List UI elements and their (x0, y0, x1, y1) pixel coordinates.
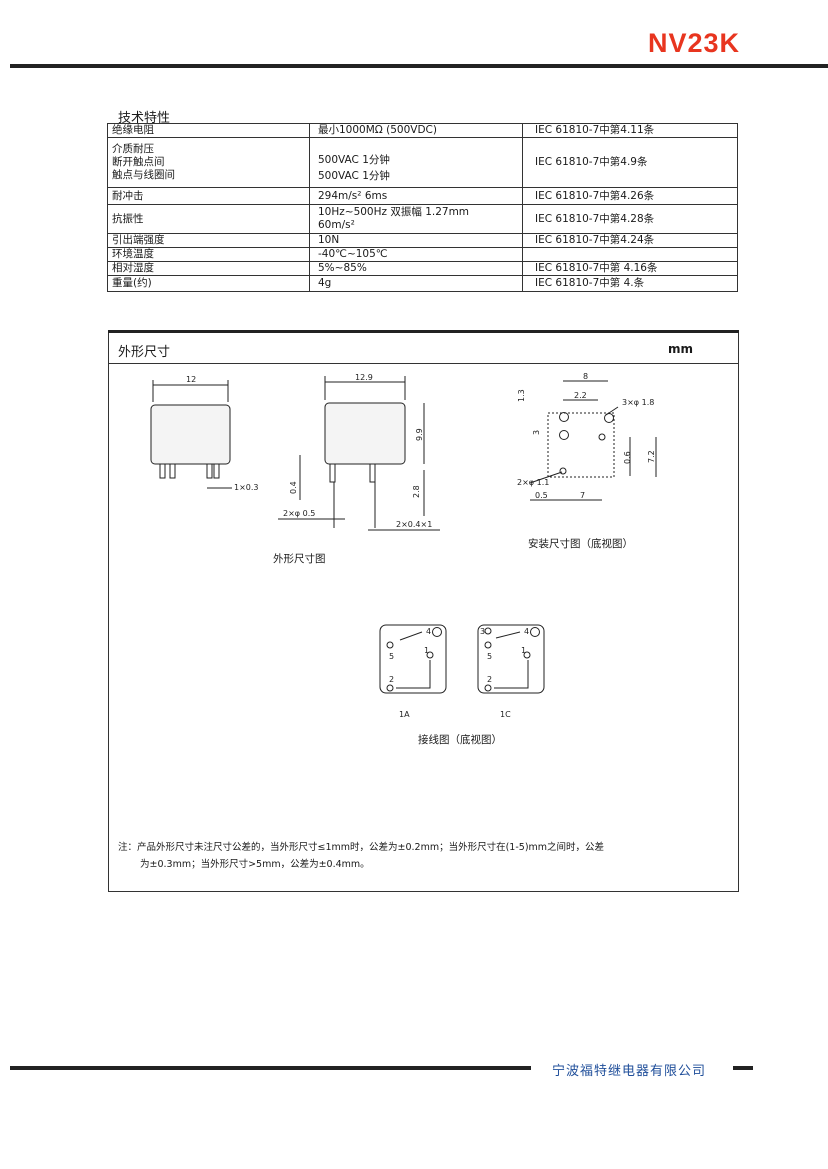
dim-0-5: 0.5 (535, 491, 548, 500)
dimension-header-divider (108, 363, 739, 364)
tolerance-note: 注：产品外形尺寸未注尺寸公差的，当外形尺寸≤1mm时，公差为±0.2mm；当外形… (118, 842, 605, 853)
table-row: 绝缘电阻 最小1000MΩ (500VDC) IEC 61810-7中第4.11… (107, 123, 738, 138)
spec-item-line: 触点与线圈间 (112, 169, 175, 181)
spec-value: 500VAC 1分钟 500VAC 1分钟 (309, 137, 523, 188)
spec-value-line: 10Hz~500Hz 双振幅 1.27mm (318, 206, 470, 218)
dimension-unit: mm (668, 342, 694, 356)
mount-caption: 安装尺寸图（底视图） (528, 538, 633, 550)
pin-label: 4 (524, 627, 529, 636)
pin-label: 4 (426, 627, 431, 636)
header-rule (10, 64, 828, 68)
spec-value-line: 500VAC 1分钟 (318, 169, 390, 182)
dim-8: 8 (583, 372, 588, 381)
spec-value-line: 500VAC 1分钟 (318, 153, 390, 166)
pin-label: 1 (521, 646, 526, 655)
model-title: NV23K (647, 28, 740, 58)
dim-pin-length: 2.8 (412, 485, 421, 498)
dim-0-6: 0.6 (623, 451, 632, 464)
mounting-view: 8 2.2 1.3 3 3×φ 1.8 0.6 7.2 2×φ 1.1 0.5 … (517, 372, 657, 501)
dim-pins: 2×0.4×1 (396, 520, 432, 529)
table-row: 环境温度 -40℃~105℃ (107, 247, 738, 262)
spec-table: 绝缘电阻 最小1000MΩ (500VDC) IEC 61810-7中第4.11… (107, 123, 738, 292)
wiring-1a: 4 5 1 2 1A (379, 624, 447, 719)
pin-label: 5 (487, 652, 492, 661)
company-name: 宁波福特继电器有限公司 (552, 1064, 707, 1079)
spec-standard: IEC 61810-7中第 4.条 (522, 275, 738, 292)
spec-standard: IEC 61810-7中第4.28条 (522, 204, 738, 234)
wiring-caption: 接线图（底视图） (418, 734, 502, 746)
dimension-title: 外形尺寸 (118, 345, 171, 360)
pin-label: 2 (389, 675, 394, 684)
dim-1-3: 1.3 (517, 389, 526, 402)
table-row: 耐冲击 294m/s² 6ms IEC 61810-7中第4.26条 (107, 187, 738, 205)
dim-holes: 2×φ 0.5 (283, 509, 315, 518)
spec-value-line: 60m/s² (318, 219, 355, 231)
pin-label: 3 (480, 627, 485, 636)
dim-thickness: 0.4 (289, 481, 298, 494)
side-view: 12.9 9.9 2.8 0.4 2×φ 0.5 2×0.4×1 (278, 373, 440, 531)
dim-2-2: 2.2 (574, 391, 587, 400)
dim-hole-1-1: 2×φ 1.1 (517, 478, 549, 487)
spec-item-line: 断开触点间 (112, 156, 165, 168)
tolerance-note-cont: 为±0.3mm；当外形尺寸>5mm，公差为±0.4mm。 (140, 859, 370, 870)
spec-standard: IEC 61810-7中第4.11条 (522, 123, 738, 138)
dimension-panel-bar (108, 330, 739, 333)
dim-hole-1-8: 3×φ 1.8 (622, 398, 654, 407)
footer-dash (733, 1066, 753, 1070)
dim-pin-width: 1×0.3 (234, 483, 259, 492)
wiring-name: 1C (500, 710, 511, 719)
dim-3: 3 (532, 430, 541, 435)
spec-item: 介质耐压 断开触点间 触点与线圈间 (107, 137, 310, 188)
spec-value: 10Hz~500Hz 双振幅 1.27mm 60m/s² (309, 204, 523, 234)
spec-item: 重量(约) (107, 275, 310, 292)
dim-height: 9.9 (415, 428, 424, 441)
spec-value: 最小1000MΩ (500VDC) (309, 123, 523, 138)
pin-label: 5 (389, 652, 394, 661)
front-view: 12 1×0.3 (150, 375, 259, 492)
spec-standard: IEC 61810-7中第4.9条 (522, 137, 738, 188)
dim-width-front: 12 (186, 375, 196, 384)
spec-title: 技术特性 (118, 111, 171, 126)
outline-caption: 外形尺寸图 (273, 553, 326, 565)
spec-item: 抗振性 (107, 204, 310, 234)
table-row: 介质耐压 断开触点间 触点与线圈间 500VAC 1分钟 500VAC 1分钟 … (107, 137, 738, 188)
dim-7-2: 7.2 (647, 450, 656, 463)
table-row: 引出端强度 10N IEC 61810-7中第4.24条 (107, 233, 738, 248)
dim-7: 7 (580, 491, 585, 500)
wiring-1c: 3 4 5 1 2 1C (477, 624, 545, 719)
pin-label: 2 (487, 675, 492, 684)
table-row: 重量(约) 4g IEC 61810-7中第 4.条 (107, 275, 738, 292)
wiring-name: 1A (399, 710, 410, 719)
dim-width-side: 12.9 (355, 373, 373, 382)
footer-rule (10, 1066, 531, 1070)
pin-label: 1 (424, 646, 429, 655)
table-row: 抗振性 10Hz~500Hz 双振幅 1.27mm 60m/s² IEC 618… (107, 204, 738, 234)
spec-item-line: 介质耐压 (112, 143, 154, 155)
